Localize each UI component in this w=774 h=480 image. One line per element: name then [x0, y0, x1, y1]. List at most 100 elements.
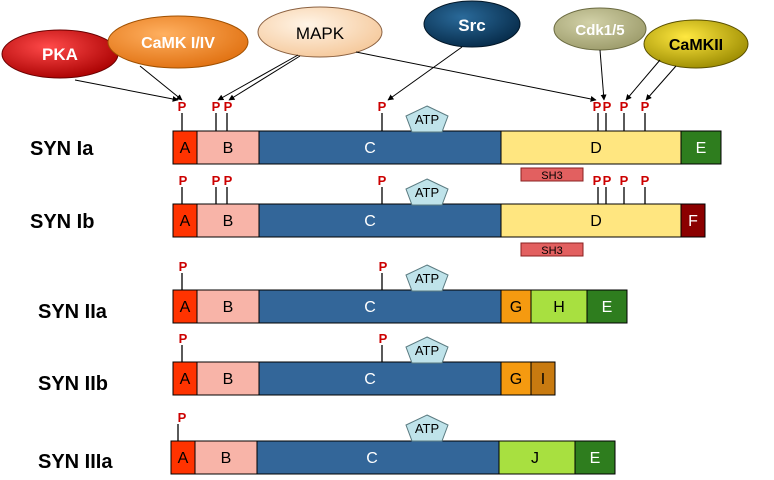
domain-e	[586, 289, 628, 324]
kinase-label-src: Src	[458, 16, 485, 35]
kinase-arrows	[74, 46, 677, 102]
isoform-syn-iib: SYN IIb A B C G I ATP P P	[38, 331, 556, 396]
domain-i	[530, 361, 556, 396]
phospho-p: P	[179, 173, 188, 188]
phospho-sites	[181, 187, 646, 204]
domain-a	[170, 440, 196, 475]
atp-pentagon: ATP	[405, 105, 449, 133]
domain-a-label: A	[180, 213, 191, 230]
isoform-syn-iia: SYN IIa A B C G H E ATP P P	[38, 259, 628, 324]
phospho-p: P	[641, 173, 650, 188]
domain-g	[500, 361, 532, 396]
phospho-p: P	[378, 99, 387, 114]
domain-g-label: G	[510, 371, 522, 388]
phospho-p: P	[224, 99, 233, 114]
domain-c-label: C	[364, 371, 376, 388]
phospho-sites	[181, 273, 383, 290]
domain-c	[258, 130, 502, 165]
phospho-labels: P P	[179, 259, 388, 274]
domain-e-label: E	[602, 299, 613, 316]
sh3-label: SH3	[541, 170, 562, 182]
domain-b-label: B	[223, 299, 234, 316]
phospho-p: P	[179, 259, 188, 274]
atp-label: ATP	[415, 112, 439, 127]
domain-d-label: D	[590, 213, 602, 230]
domain-c	[256, 440, 500, 475]
isoform-label: SYN IIIa	[38, 451, 113, 473]
sh3-label: SH3	[541, 245, 562, 257]
phospho-p: P	[620, 173, 629, 188]
domain-e-label: E	[696, 140, 707, 157]
isoform-label: SYN Ib	[30, 211, 94, 233]
sh3-box: SH3	[520, 242, 584, 257]
domain-a-label: A	[180, 371, 191, 388]
atp-label: ATP	[415, 271, 439, 286]
domain-f-label: F	[688, 213, 698, 230]
kinase-camkii: CaMKII	[643, 19, 749, 69]
domain-g-label: G	[510, 299, 522, 316]
phospho-sites	[181, 113, 646, 131]
domain-j	[498, 440, 576, 475]
domain-g	[500, 289, 532, 324]
domain-e	[574, 440, 616, 475]
domain-j-label: J	[531, 450, 539, 467]
arrow-src	[387, 46, 463, 101]
phospho-p: P	[620, 99, 629, 114]
phospho-p: P	[641, 99, 650, 114]
arrow-cdk	[599, 49, 607, 101]
domain-b	[196, 203, 260, 238]
phospho-p: P	[212, 173, 221, 188]
domain-d	[500, 203, 682, 238]
arrow-pka	[74, 79, 179, 102]
arrow-mapk-1	[217, 54, 299, 101]
isoform-label: SYN IIa	[38, 301, 108, 323]
domain-a-label: A	[178, 450, 189, 467]
domain-c-label: C	[364, 299, 376, 316]
phospho-p: P	[379, 259, 388, 274]
domain-c	[258, 203, 502, 238]
domain-b-label: B	[221, 450, 232, 467]
kinase-pka: PKA	[1, 29, 119, 79]
domain-b	[196, 289, 260, 324]
kinase-label-pka: PKA	[42, 45, 78, 64]
kinase-mapk: MAPK	[257, 6, 383, 58]
phospho-labels: P P P P P P P P	[179, 173, 650, 188]
domain-e-label: E	[590, 450, 601, 467]
phospho-p: P	[378, 173, 387, 188]
atp-pentagon: ATP	[405, 178, 449, 206]
phospho-labels: P P P P P P P P	[178, 99, 650, 114]
arrow-mapk-3	[355, 51, 597, 102]
atp-pentagon: ATP	[405, 264, 449, 292]
phospho-p: P	[178, 99, 187, 114]
domain-a	[172, 289, 198, 324]
phospho-labels: P P	[179, 331, 388, 346]
kinase-cdk: Cdk1/5	[553, 7, 647, 51]
arrow-camki-iv	[139, 65, 183, 101]
atp-pentagon: ATP	[405, 414, 449, 442]
domain-a	[172, 130, 198, 165]
atp-label: ATP	[415, 185, 439, 200]
domain-c	[258, 361, 502, 396]
kinase-label-cdk: Cdk1/5	[575, 22, 624, 39]
domain-b	[196, 361, 260, 396]
isoform-label: SYN IIb	[38, 373, 108, 395]
isoform-syn-ia: SYN Ia A B C D E ATP SH3 P P P P P	[30, 99, 722, 182]
isoform-syn-ib: SYN Ib A B C D F ATP SH3 P P P P P	[30, 173, 706, 257]
domain-b-label: B	[223, 140, 234, 157]
phospho-p: P	[593, 173, 602, 188]
phospho-p: P	[593, 99, 602, 114]
phospho-p: P	[603, 99, 612, 114]
domain-a-label: A	[180, 299, 191, 316]
isoform-label: SYN Ia	[30, 138, 94, 160]
domain-b-label: B	[223, 371, 234, 388]
domain-d-label: D	[590, 140, 602, 157]
domain-h-label: H	[553, 299, 565, 316]
phospho-p: P	[224, 173, 233, 188]
domain-h	[530, 289, 588, 324]
phospho-p: P	[212, 99, 221, 114]
domain-f	[680, 203, 706, 238]
phospho-p: P	[178, 410, 187, 425]
kinase-camki-iv: CaMK I/IV	[107, 15, 249, 69]
domain-c-label: C	[364, 140, 376, 157]
